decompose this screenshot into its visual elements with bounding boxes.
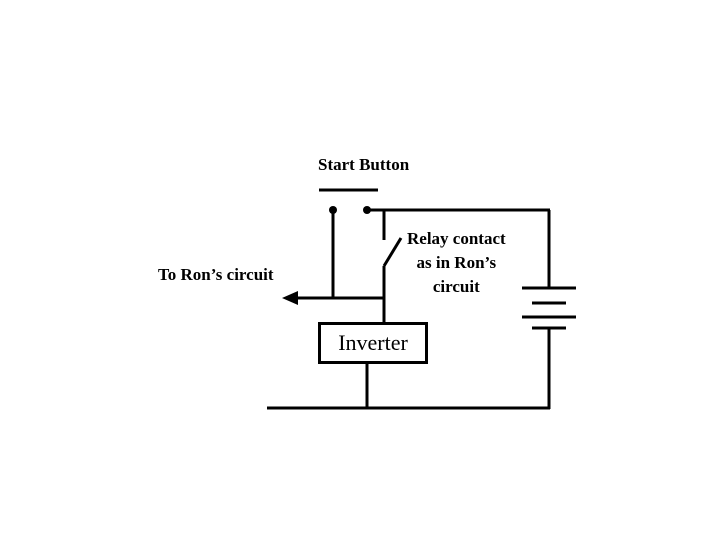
inverter-label: Inverter bbox=[338, 330, 408, 355]
relay-blade bbox=[382, 237, 403, 267]
to-circuit-label: To Ron’s circuit bbox=[158, 265, 274, 284]
relay-label-line-2: as in Ron’s bbox=[416, 253, 497, 272]
inverter-box: Inverter bbox=[318, 322, 428, 364]
relay-label-line-1: Relay contact bbox=[407, 229, 506, 248]
relay-contact-label: Relay contact as in Ron’s circuit bbox=[407, 227, 506, 299]
output-arrow-head bbox=[282, 291, 298, 305]
start-button-label: Start Button bbox=[318, 155, 410, 174]
relay-label-line-3: circuit bbox=[432, 277, 480, 296]
